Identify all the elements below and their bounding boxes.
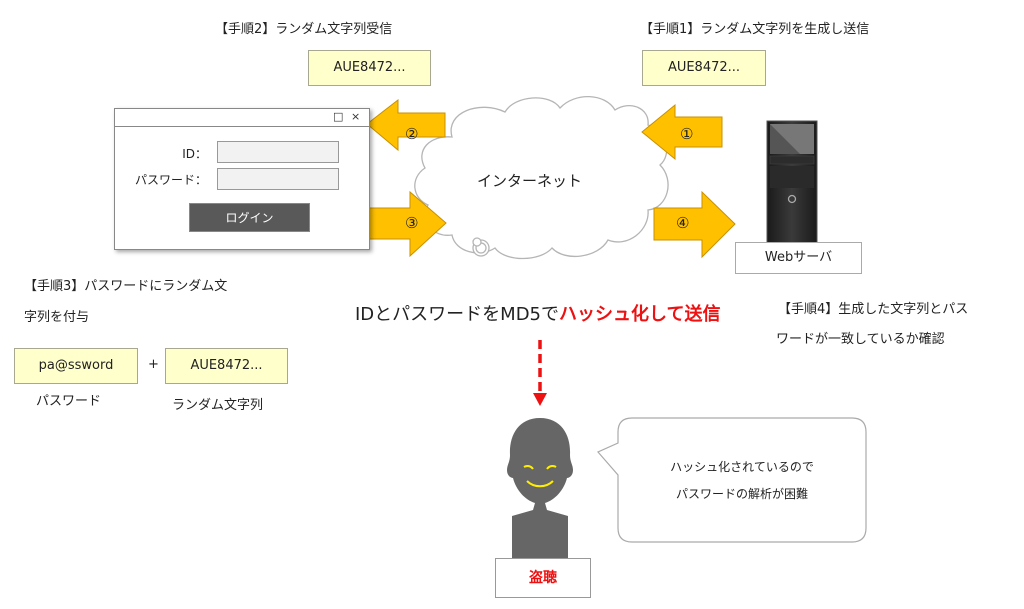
random-string-caption: ランダム文字列	[172, 398, 264, 413]
password-label: パスワード：	[134, 173, 207, 187]
web-server-label: Webサーバ	[735, 242, 862, 274]
step2-label: 【手順2】ランダム文字列受信	[215, 22, 393, 37]
login-window: □ × ID： パスワード： ログイン	[114, 108, 370, 250]
arrow-step4-number: ④	[676, 214, 690, 232]
arrow-step1-number: ①	[680, 125, 694, 143]
server-icon	[766, 120, 818, 244]
arrow-step2-number: ②	[405, 125, 419, 143]
headline-text: IDとパスワードをMD5で	[355, 304, 560, 325]
speech-bubble	[597, 417, 867, 543]
arrow-step3-number: ③	[405, 214, 419, 232]
internet-label: インターネット	[477, 172, 583, 190]
speech-line2: パスワードの解析が困難	[675, 487, 808, 501]
step4-label-line1: 【手順4】生成した文字列とパス	[778, 302, 969, 317]
arrow-step3	[365, 190, 447, 258]
step1-label: 【手順1】ランダム文字列を生成し送信	[640, 22, 870, 37]
window-titlebar: □ ×	[115, 109, 369, 127]
arrow-step4	[653, 190, 736, 259]
hash-headline: IDとパスワードをMD5でハッシュ化して送信	[355, 300, 720, 326]
step3-label-line1: 【手順3】パスワードにランダム文	[24, 279, 228, 294]
password-caption: パスワード	[36, 394, 102, 409]
eavesdropper-label: 盗聴	[495, 558, 591, 598]
password-input[interactable]	[217, 168, 339, 190]
id-label: ID：	[182, 147, 207, 161]
eavesdrop-arrow	[533, 340, 547, 406]
id-input[interactable]	[217, 141, 339, 163]
close-icon[interactable]: ×	[351, 110, 361, 123]
thief-figure	[507, 418, 573, 560]
plus-sign: +	[148, 357, 159, 372]
received-random-string-box: AUE8472...	[308, 50, 431, 86]
arrow-step2	[366, 98, 446, 152]
arrow-step1	[641, 103, 723, 161]
login-button[interactable]: ログイン	[189, 203, 310, 232]
password-value-box: pa@ssword	[14, 348, 138, 384]
random-value-box: AUE8472...	[165, 348, 288, 384]
speech-line1: ハッシュ化されているので	[670, 460, 814, 474]
step3-label-line2: 字列を付与	[24, 310, 90, 325]
headline-emphasis: ハッシュ化して送信	[559, 304, 721, 325]
generated-random-string-box: AUE8472...	[642, 50, 766, 86]
maximize-icon[interactable]: □	[333, 110, 344, 123]
step4-label-line2: ワードが一致しているか確認	[776, 332, 945, 347]
